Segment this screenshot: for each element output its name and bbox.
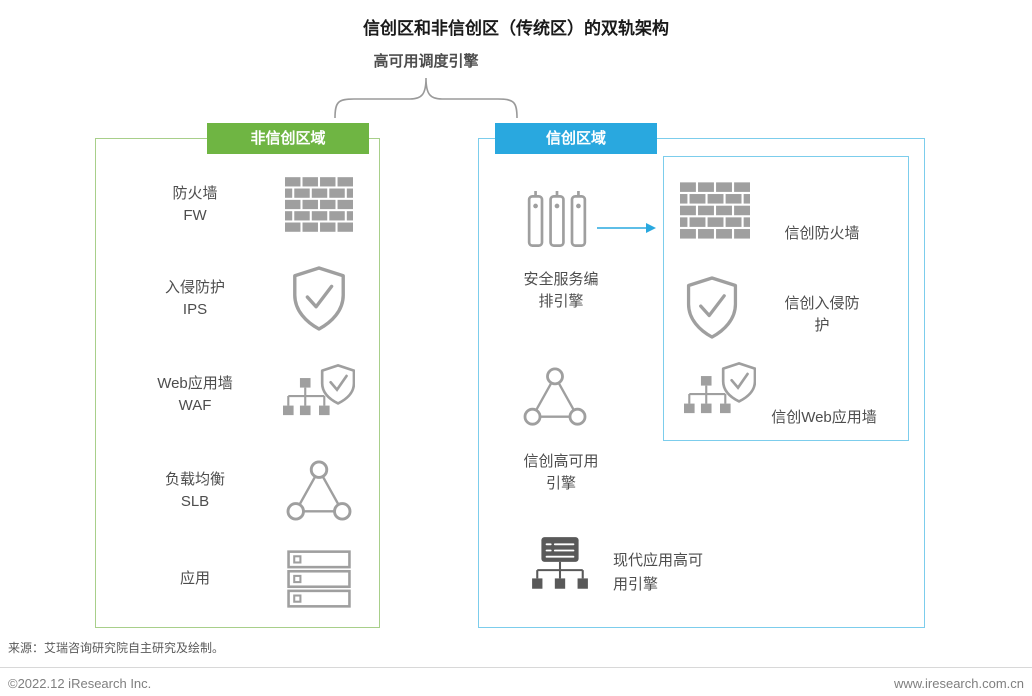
- xinchuang-zone-panel: 安全服务编 排引擎 信创防火墙 信创入侵防 护 信创Web应用墙 信创高可用 引…: [478, 138, 925, 628]
- item-label: 入侵防护 IPS: [164, 279, 225, 318]
- item-label: 应用: [179, 570, 210, 587]
- item-label: 负载均衡 SLB: [164, 471, 225, 510]
- brace-connector-icon: [334, 77, 518, 119]
- xc-waf-label: 信创Web应用墙: [771, 409, 877, 426]
- zone-item-app: 应用: [114, 541, 362, 617]
- page-title: 信创区和非信创区（传统区）的双轨架构: [363, 19, 669, 38]
- zone-item-firewall: 防火墙 FW: [114, 167, 362, 243]
- xc-ips-label: 信创入侵防 护: [784, 295, 860, 334]
- zone-item-waf: Web应用墙 WAF: [114, 357, 362, 433]
- ha-engine-label: 信创高可用 引擎: [523, 453, 599, 492]
- firewall-icon: [276, 177, 362, 233]
- load-balancer-triangle-icon: [276, 460, 362, 522]
- orchestrator-servers-icon: [527, 191, 587, 256]
- flow-arrow-icon: [597, 223, 656, 233]
- ha-engine-triangle-icon: [523, 367, 587, 432]
- waf-network-shield-icon: [276, 364, 362, 426]
- xinchuang-zone-header: 信创区域: [495, 123, 657, 154]
- xc-firewall-icon: [680, 182, 750, 245]
- non-xinchuang-zone-panel: 防火墙 FW 入侵防护 IPS Web应用墙 WAF 负载均衡 SLB 应用: [95, 138, 380, 628]
- scheduler-engine-label: 高可用调度引擎: [373, 53, 479, 70]
- non-xinchuang-zone-header: 非信创区域: [207, 123, 369, 154]
- zone-item-ips: 入侵防护 IPS: [114, 261, 362, 337]
- xc-firewall-label: 信创防火墙: [784, 225, 860, 242]
- modern-ha-server-network-icon: [529, 537, 591, 600]
- xinchuang-components-panel: 信创防火墙 信创入侵防 护 信创Web应用墙: [663, 156, 909, 441]
- item-label: Web应用墙 WAF: [157, 375, 233, 414]
- zone-item-slb: 负载均衡 SLB: [114, 453, 362, 529]
- website-text: www.iresearch.com.cn: [893, 676, 1024, 691]
- copyright-text: ©2022.12 iResearch Inc.: [8, 676, 152, 691]
- modern-ha-label: 现代应用高可 用引擎: [613, 552, 704, 593]
- app-server-stack-icon: [276, 550, 362, 608]
- source-note: 来源：艾瑞咨询研究院自主研究及绘制。: [8, 641, 225, 655]
- shield-check-icon: [276, 265, 362, 333]
- item-label: 防火墙 FW: [172, 185, 218, 224]
- orchestrator-label: 安全服务编 排引擎: [523, 271, 599, 310]
- footer-divider: [0, 667, 1032, 668]
- xc-ips-shield-icon: [682, 275, 742, 346]
